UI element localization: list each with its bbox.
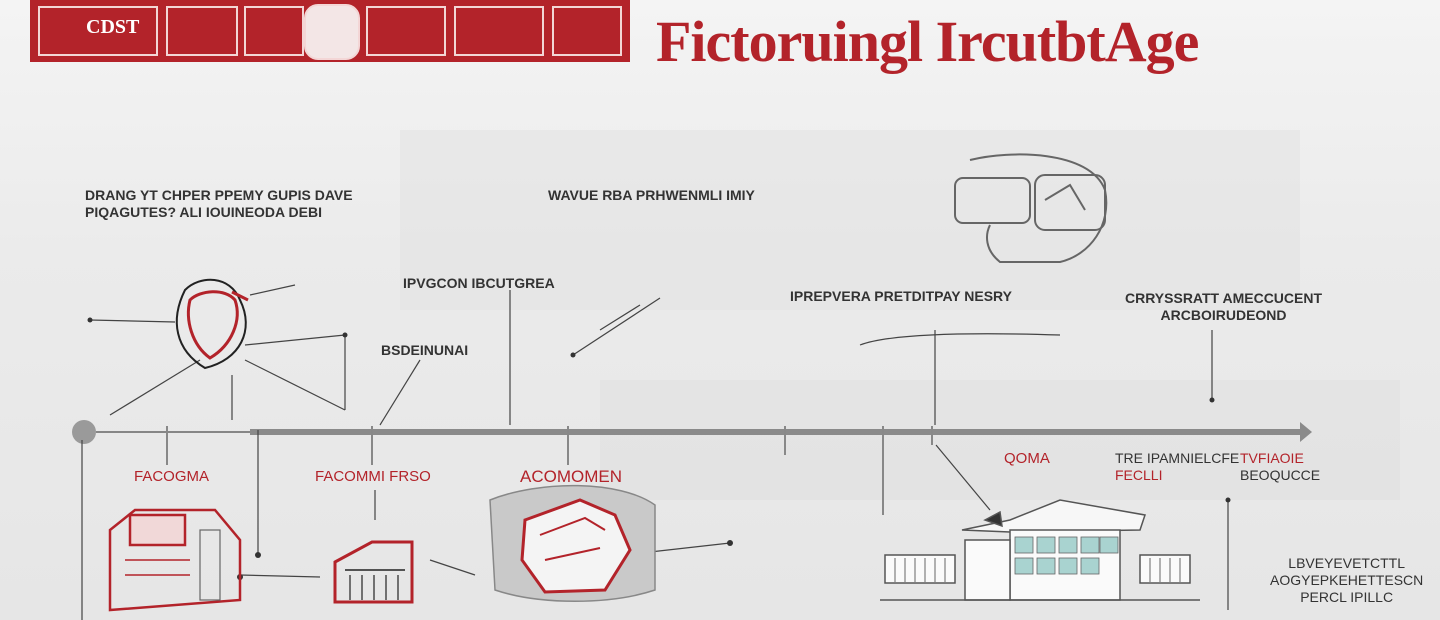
- note-bottom-right-line3: PERCL IPILLC: [1300, 589, 1394, 605]
- note-bottom-right: LBVEYEVETCTTL AOGYEPKEHETTESCN PERCL IPI…: [1270, 555, 1423, 606]
- note-mid-right: IPREPVERA PRETDITPAY NESRY: [790, 288, 1012, 304]
- note-bottom-right-line2: AOGYEPKEHETTESCN: [1270, 572, 1424, 588]
- milestone-label-5-line2: FECLLI: [1115, 467, 1163, 483]
- milestone-label-3: ACOMOMEN: [520, 467, 622, 486]
- note-top-center: WAVUE RBA PRHWENMLI IMIY: [548, 187, 755, 203]
- robot-helmet-icon: [489, 484, 656, 602]
- note-top-left-line2: PIQAGUTES? ALI IOUINEODA DEBI: [85, 204, 322, 220]
- milestone-label-4: QOMA: [1004, 450, 1050, 467]
- milestone-label-5: TRE IPAMNIELCFE FECLLI: [1115, 450, 1239, 484]
- banner-text: CDST: [86, 16, 140, 38]
- vr-headset-icon: [954, 153, 1108, 263]
- page-title: Fictoruingl IrcutbtAge: [656, 9, 1199, 74]
- note-right-line1: CRRYSSRATT AMECCUCENT: [1125, 290, 1323, 306]
- banner-panel: [552, 6, 622, 56]
- milestone-label-5-line1: TRE IPAMNIELCFE: [1115, 450, 1240, 466]
- connector-lines: [81, 284, 1229, 620]
- banner-panel: [38, 6, 158, 56]
- milestone-label-6-line2: BEOQUCCE: [1240, 467, 1321, 483]
- banner-panel: [366, 6, 446, 56]
- factory-icon: [108, 508, 242, 612]
- timeline-start-node: [72, 420, 96, 444]
- background-panel: [400, 130, 1300, 310]
- note-mid-left: IPVGCON IBCUTGREA: [403, 275, 555, 291]
- timeline-ticks: [166, 426, 933, 515]
- milestone-label-1: FACOGMA: [134, 468, 210, 485]
- milestone-label-6-line1: TVFIAOIE: [1240, 450, 1304, 466]
- campus-building-icon: [880, 499, 1200, 601]
- note-top-left-line1: DRANG YT CHPER PPEMY GUPIS DAVE: [85, 187, 353, 203]
- header-banner: CDST: [30, 0, 630, 62]
- storefront-icon: [333, 540, 414, 604]
- note-right: CRRYSSRATT AMECCUCENT ARCBOIRUDEOND: [1125, 290, 1322, 324]
- banner-panel: [166, 6, 238, 56]
- heart-organ-icon: [175, 278, 249, 370]
- milestone-label-6: TVFIAOIE BEOQUCCE: [1240, 450, 1320, 484]
- banner-emblem: [304, 4, 360, 60]
- banner-panel: [244, 6, 304, 56]
- background-panel: [600, 380, 1400, 500]
- timeline-end-arrow: [1300, 422, 1312, 442]
- note-mid-left-sub: BSDEINUNAI: [381, 342, 469, 358]
- note-right-line2: ARCBOIRUDEOND: [1160, 307, 1287, 323]
- banner-panel: [454, 6, 544, 56]
- milestone-label-2: FACOMMI FRSO: [315, 468, 431, 485]
- note-bottom-right-line1: LBVEYEVETCTTL: [1288, 555, 1405, 571]
- note-top-left: DRANG YT CHPER PPEMY GUPIS DAVE PIQAGUTE…: [85, 187, 353, 221]
